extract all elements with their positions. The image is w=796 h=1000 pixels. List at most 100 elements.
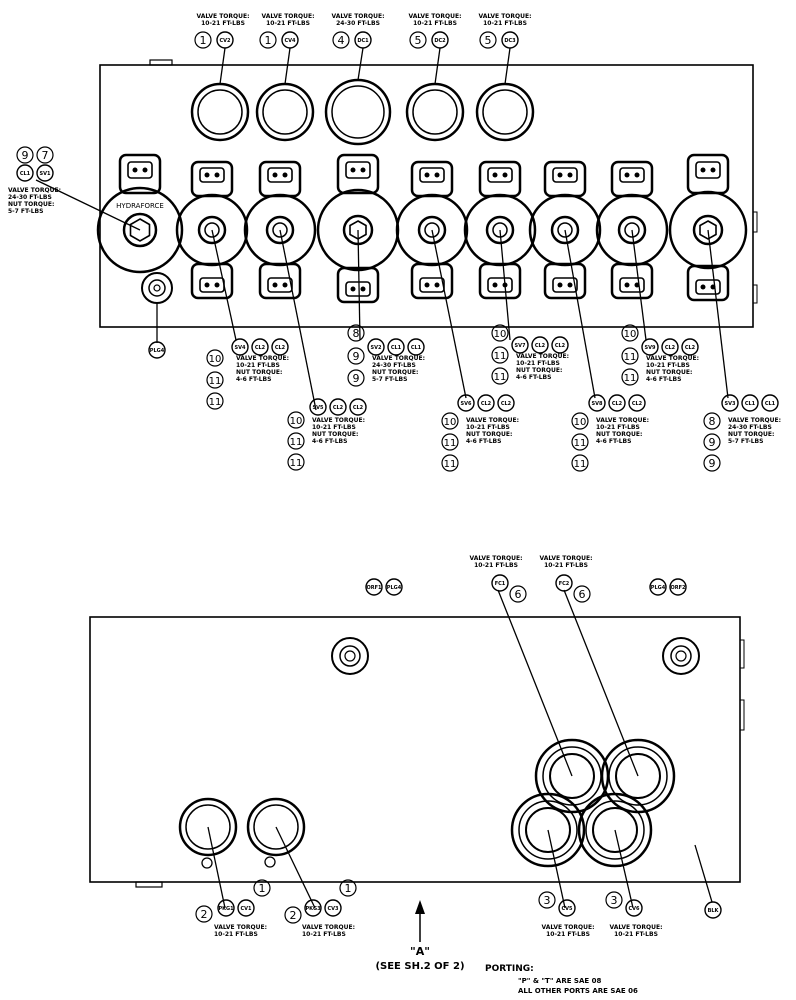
nut-torque-label: NUT TORQUE: (466, 431, 512, 438)
svg-text:11: 11 (209, 397, 222, 408)
svg-text:6: 6 (579, 588, 586, 601)
port-pkg1 (178, 797, 238, 869)
callout-fc2: VALVE TORQUE: 10-21 FT-LBS FC2 6 (540, 555, 593, 603)
nut-torque-value: 4-6 FT-LBS (516, 374, 551, 381)
tag-cv6: CV6 (628, 906, 640, 912)
callout-orf1: ORF1 PLG4 (365, 578, 403, 596)
tag-fc2: FC2 (559, 581, 570, 587)
callout-sv5: SV5 CL2 CL2 10 11 11 VALVE TORQUE: 10-21… (287, 398, 367, 471)
port-cv5 (510, 792, 586, 868)
tag-cl1: CL1 (411, 345, 422, 351)
svg-text:9: 9 (22, 149, 29, 162)
tag-fc1: FC1 (495, 581, 506, 587)
port-cv6 (577, 792, 653, 868)
callout-sv8: SV8 CL2 CL2 10 11 11 VALVE TORQUE: 10-21… (571, 394, 649, 472)
torque-value: 10-21 FT-LBS (312, 424, 356, 431)
torque-value: 10-21 FT-LBS (201, 20, 245, 27)
tag-cl2: CL2 (685, 345, 696, 351)
torque-label: VALVE TORQUE: (372, 355, 425, 362)
torque-value: 10-21 FT-LBS (474, 562, 518, 569)
callout-dc1: VALVE TORQUE: 24-30 FT-LBS 4 DC1 (332, 13, 385, 49)
callout-sv7: 10 SV7 CL2 CL2 11 11 VALVE TORQUE: 10-21… (491, 324, 569, 385)
see-sheet-note: (SEE SH.2 OF 2) (375, 961, 464, 972)
port-orf1 (331, 637, 369, 675)
tag-cl2: CL2 (555, 343, 566, 349)
torque-label: VALVE TORQUE: (332, 13, 385, 20)
tag-cl1: CL1 (391, 345, 402, 351)
nut-torque-label: NUT TORQUE: (728, 431, 774, 438)
tag-pkg1: PKG1 (218, 906, 234, 912)
callout-orf2: PLG4 ORF2 (649, 578, 687, 596)
tag-plg4: PLG4 (651, 585, 666, 591)
svg-text:3: 3 (611, 894, 618, 907)
nut-torque-label: NUT TORQUE: (596, 431, 642, 438)
torque-label: VALVE TORQUE: (540, 555, 593, 562)
svg-text:11: 11 (209, 376, 222, 387)
tag-cv1: CV1 (240, 906, 252, 912)
tag-blk: BLK (708, 908, 720, 914)
torque-value: 10-21 FT-LBS (466, 424, 510, 431)
svg-text:5: 5 (485, 34, 492, 47)
leader-lines-top (35, 47, 729, 411)
tag-dc2: DC2 (434, 38, 446, 44)
tag-cv5: CV5 (561, 906, 573, 912)
torque-label: VALVE TORQUE: (262, 13, 315, 20)
svg-text:2: 2 (201, 908, 208, 921)
port-dc3 (475, 82, 535, 142)
torque-value: 24-30 FT-LBS (336, 20, 380, 27)
port-fc2 (600, 738, 676, 814)
torque-value: 10-21 FT-LBS (483, 20, 527, 27)
torque-value: 10-21 FT-LBS (266, 20, 310, 27)
bottom-block-tab (135, 881, 163, 888)
callout-blk: BLK (704, 901, 722, 919)
tag-cl2: CL2 (501, 401, 512, 407)
tag-sv5: SV5 (313, 405, 324, 411)
top-manifold-block (99, 64, 754, 328)
port-cv4 (255, 82, 315, 142)
callout-sv6: SV6 CL2 CL2 10 11 11 VALVE TORQUE: 10-21… (441, 394, 519, 472)
solenoid-sv5 (243, 160, 317, 300)
tag-sv9: SV9 (645, 345, 656, 351)
bottom-block-right-tab-1 (739, 639, 745, 669)
torque-value: 10-21 FT-LBS (302, 931, 346, 938)
tag-cl2: CL2 (481, 401, 492, 407)
callout-pkg1: 1 2 PKG1 CV1 VALVE TORQUE: 10-21 FT-LBS (195, 879, 271, 938)
callout-sv2: 8 SV2 CL1 CL1 9 9 VALVE TORQUE: 24-30 FT… (347, 324, 425, 387)
nut-torque-value: 4-6 FT-LBS (646, 376, 681, 383)
svg-text:1: 1 (265, 34, 272, 47)
nut-torque-value: 4-6 FT-LBS (596, 438, 631, 445)
top-block-right-tab-1 (752, 211, 758, 233)
tag-sv7: SV7 (515, 343, 526, 349)
tag-dc3: DC3 (504, 38, 516, 44)
callout-cv6: 3 CV6 VALVE TORQUE: 10-21 FT-LBS (605, 891, 663, 938)
torque-label: VALVE TORQUE: (610, 924, 663, 931)
torque-value: 10-21 FT-LBS (236, 362, 280, 369)
porting-line-1: "P" & "T" ARE SAE 08 (518, 977, 601, 985)
callout-plg4: PLG4 (148, 341, 166, 359)
svg-text:11: 11 (624, 352, 637, 363)
nut-torque-label: NUT TORQUE: (372, 369, 418, 376)
tag-sv1: SV1 (40, 171, 51, 177)
svg-text:11: 11 (624, 373, 637, 384)
port-dc1 (324, 78, 392, 146)
svg-text:4: 4 (338, 34, 345, 47)
svg-text:1: 1 (259, 882, 266, 895)
nut-torque-label: NUT TORQUE: (312, 431, 358, 438)
torque-label: VALVE TORQUE: (409, 13, 462, 20)
torque-value: 24-30 FT-LBS (8, 194, 52, 201)
port-cv2 (190, 82, 250, 142)
callout-sv3: SV3 CL1 CL1 8 9 9 VALVE TORQUE: 24-30 FT… (703, 394, 781, 472)
nut-torque-value: 4-6 FT-LBS (312, 438, 347, 445)
callout-dc2: VALVE TORQUE: 10-21 FT-LBS 5 DC2 (409, 13, 462, 49)
torque-value: 10-21 FT-LBS (516, 360, 560, 367)
nut-torque-value: 4-6 FT-LBS (466, 438, 501, 445)
svg-text:11: 11 (574, 459, 587, 470)
plug-plg4 (141, 272, 173, 304)
callout-sv4: SV4 CL2 CL2 10 11 11 VALVE TORQUE: 10-21… (206, 338, 289, 410)
svg-text:6: 6 (515, 588, 522, 601)
tag-cv2: CV2 (219, 38, 231, 44)
tag-cl1: CL1 (745, 401, 756, 407)
porting-line-2: ALL OTHER PORTS ARE SAE 06 (518, 987, 638, 995)
tag-cl2: CL2 (535, 343, 546, 349)
tag-sv8: SV8 (592, 401, 603, 407)
